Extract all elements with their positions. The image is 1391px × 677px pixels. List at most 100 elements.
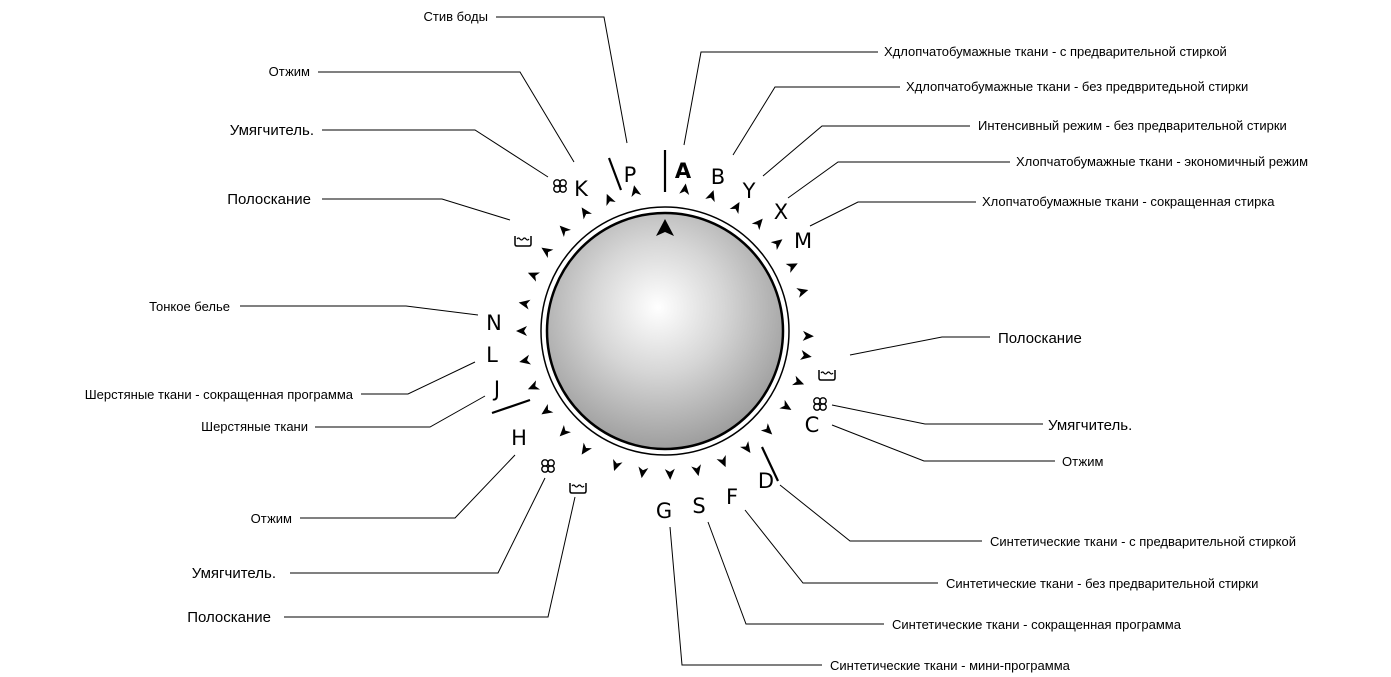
- program-letter-f: F: [726, 485, 738, 509]
- rinse-icon: [514, 235, 532, 247]
- label-spin-left: Отжим: [251, 511, 292, 526]
- selector-knob[interactable]: [540, 206, 790, 456]
- separator-tick-p: [607, 157, 623, 191]
- knob-face: [545, 211, 785, 451]
- knob-outer-ring: [540, 206, 790, 456]
- label-softener-right: Умягчитель.: [1048, 417, 1132, 434]
- program-letter-j: J: [492, 377, 500, 401]
- leader-line: [322, 198, 511, 221]
- softener-icon: [813, 397, 827, 411]
- label-cotton-economy: Хлопчатобумажные ткани - экономичный реж…: [1016, 154, 1308, 169]
- position-marker-icon: [664, 468, 675, 480]
- label-intensive: Интенсивный режим - без предварительной …: [978, 118, 1287, 133]
- softener-icon: [541, 459, 555, 473]
- program-letter-h: H: [511, 426, 527, 450]
- position-marker-icon: [559, 225, 571, 237]
- softener-icon: [553, 179, 567, 193]
- position-marker-icon: [705, 190, 715, 203]
- position-marker-icon: [729, 202, 740, 215]
- position-marker-icon: [716, 454, 726, 468]
- label-cotton-short: Хлопчатобумажные ткани - сокращенная сти…: [982, 194, 1275, 209]
- label-rinse-left: Полоскание: [187, 609, 271, 626]
- position-marker-icon: [679, 183, 690, 196]
- label-synthetic-no-prewash: Синтетические ткани - без предварительно…: [946, 576, 1258, 591]
- program-letter-k: K: [574, 177, 589, 201]
- position-marker-icon: [631, 185, 642, 198]
- position-marker-icon: [785, 263, 798, 273]
- program-letter-m: M: [794, 229, 812, 253]
- leader-line: [240, 305, 479, 316]
- separator-tick-d: [761, 446, 779, 482]
- leader-line: [322, 129, 549, 178]
- leader-line: [284, 496, 576, 618]
- program-letter-c: C: [805, 413, 820, 437]
- position-marker-icon: [559, 425, 571, 437]
- label-softener-left: Умягчитель.: [192, 565, 276, 582]
- leader-line: [300, 454, 516, 519]
- leader-line: [831, 404, 1043, 425]
- leader-line: [744, 509, 938, 584]
- leader-line: [732, 86, 900, 156]
- label-water-drain: Стив боды: [424, 9, 488, 24]
- label-wool-short: Шерстяные ткани - сокращенная программа: [85, 387, 354, 402]
- leader-line: [315, 395, 486, 428]
- position-marker-icon: [527, 380, 540, 390]
- position-marker-icon: [638, 466, 649, 479]
- rinse-icon: [818, 369, 836, 381]
- leader-line: [707, 521, 884, 625]
- pointer-arrow-icon: [656, 219, 674, 236]
- position-marker-icon: [519, 354, 532, 365]
- position-marker-icon: [606, 193, 616, 206]
- label-synthetic-short: Синтетические ткани - сокращенная програ…: [892, 617, 1182, 632]
- program-letter-l: L: [486, 343, 498, 367]
- label-spin-top: Отжим: [269, 64, 310, 79]
- leader-line: [496, 16, 628, 144]
- leader-line: [683, 51, 878, 146]
- position-marker-icon: [518, 299, 531, 310]
- position-marker-icon: [541, 404, 554, 415]
- leader-line: [669, 526, 822, 666]
- leader-lines: [240, 16, 1055, 666]
- program-letter-b: B: [711, 165, 725, 189]
- rinse-icon: [569, 482, 587, 494]
- label-softener-top: Умягчитель.: [230, 122, 314, 139]
- position-marker-icon: [800, 350, 812, 360]
- position-marker-icon: [541, 247, 554, 258]
- program-letter-g: G: [656, 499, 672, 523]
- label-cotton-prewash: Хдлопчатобумажные ткани - с предваритель…: [884, 44, 1227, 59]
- label-synthetic-prewash: Синтетические ткани - с предварительной …: [990, 534, 1296, 549]
- label-synthetic-mini: Синтетические ткани - мини-программа: [830, 658, 1071, 673]
- leader-line: [779, 484, 982, 542]
- leader-line: [290, 477, 546, 574]
- position-marker-icon: [760, 423, 773, 435]
- position-marker-icon: [770, 239, 783, 251]
- label-spin-right: Отжим: [1062, 454, 1103, 469]
- position-marker-icon: [792, 375, 805, 386]
- position-marker-icon: [740, 441, 751, 454]
- program-letter-a: A: [675, 159, 692, 183]
- label-cotton-no-prewash: Хдлопчатобумажные ткани - без предвритед…: [906, 79, 1248, 94]
- position-marker-icon: [691, 464, 701, 477]
- position-marker-icon: [516, 326, 527, 336]
- position-markers: [516, 183, 814, 480]
- leader-line: [849, 336, 990, 356]
- program-letter-p: P: [624, 163, 637, 187]
- program-letter-n: N: [486, 311, 502, 335]
- position-marker-icon: [581, 442, 592, 455]
- position-marker-icon: [527, 272, 540, 282]
- position-marker-icon: [802, 330, 814, 341]
- leader-line: [831, 424, 1055, 462]
- position-marker-icon: [751, 218, 763, 231]
- position-marker-icon: [613, 458, 623, 472]
- position-marker-icon: [796, 288, 809, 298]
- separator-tick-j: [491, 398, 531, 415]
- position-marker-icon: [779, 399, 792, 410]
- leader-line: [809, 201, 976, 227]
- program-letter-y: Y: [742, 179, 756, 203]
- position-marker-icon: [581, 207, 592, 220]
- label-rinse-top: Полоскание: [227, 191, 311, 208]
- label-rinse-right: Полоскание: [998, 330, 1082, 347]
- leader-line: [318, 71, 575, 163]
